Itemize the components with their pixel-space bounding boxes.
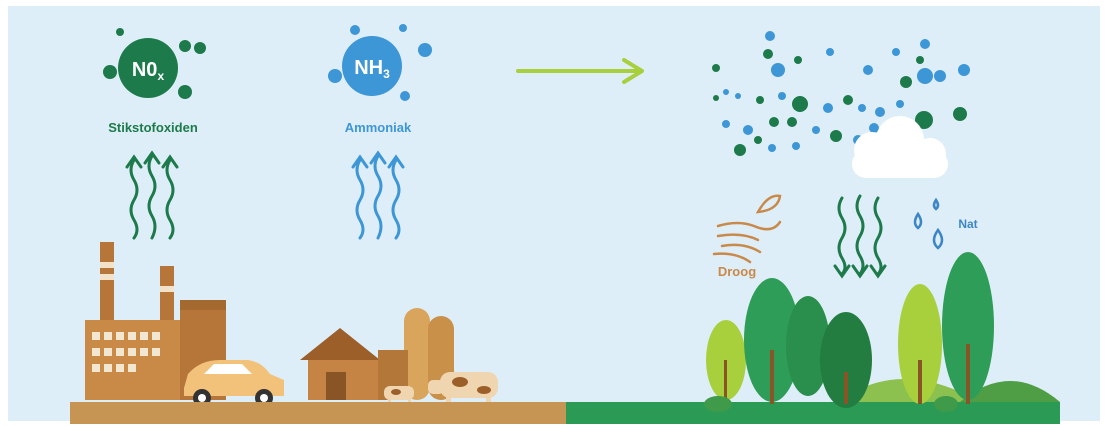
nox-formula-sub: x (157, 69, 164, 83)
transport-arrow-icon (516, 58, 644, 84)
forest-icon (704, 252, 1060, 412)
falling-arrows-icon (833, 194, 887, 279)
wet-deposition-label: Nat (958, 217, 977, 231)
wind-dry-deposition-icon (712, 194, 782, 264)
nh3-formula: NH3 (354, 57, 390, 81)
ground-brown (70, 402, 566, 424)
dry-deposition-label: Droog (718, 264, 756, 279)
nh3-label: Ammoniak (345, 120, 412, 135)
nh3-formula-main: NH (354, 57, 383, 79)
nox-formula: N0x (132, 59, 165, 83)
cloud-icon (852, 116, 948, 178)
nox-rising-arrows-icon (125, 150, 179, 240)
cow-icon (428, 372, 498, 410)
rain-drops-icon (913, 197, 944, 250)
nox-molecule-icon (103, 28, 206, 99)
nox-label: Stikstofoxiden (108, 120, 198, 135)
nh3-formula-sub: 3 (383, 67, 390, 81)
factory-icon (85, 242, 226, 400)
airborne-particles-icon (712, 31, 970, 156)
nh3-rising-arrows-icon (351, 150, 405, 240)
ground-green (566, 402, 1060, 424)
nh3-molecule-icon (328, 24, 432, 101)
nox-formula-main: N0 (132, 59, 158, 81)
